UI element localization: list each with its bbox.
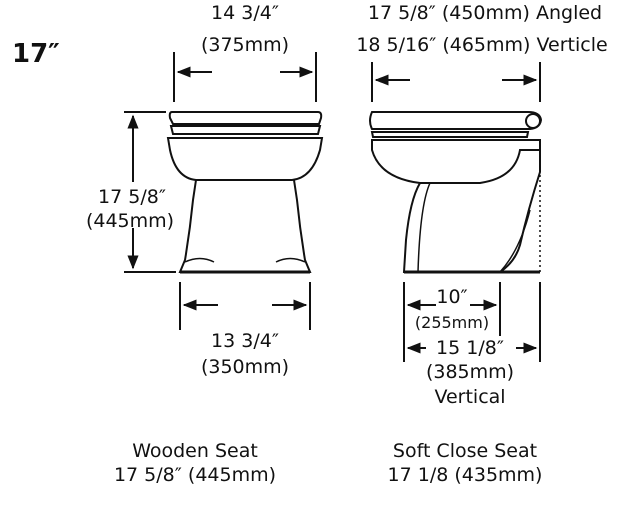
front-base-width: 13 3/4″: [211, 330, 279, 352]
front-top-width: 14 3/4″: [211, 2, 279, 24]
soft-close-seat-name: Soft Close Seat: [392, 440, 538, 462]
side-depth-dimension: [403, 282, 541, 362]
side-length-dimension: [371, 62, 541, 102]
front-view-toilet: [166, 111, 324, 274]
front-height: 17 5/8″: [98, 186, 166, 208]
side-base-depth-dimension: [403, 282, 501, 336]
front-height-mm: (445mm): [85, 210, 175, 232]
side-depth-note: Vertical: [434, 386, 506, 408]
side-depth-mm: (385mm): [425, 361, 515, 383]
side-length-vertical: 18 5/16″ (465mm) Verticle: [356, 34, 608, 56]
wooden-seat-name: Wooden Seat: [132, 440, 258, 462]
front-base-width-dimension: [179, 282, 311, 330]
wooden-seat-height: 17 5/8″ (445mm): [113, 464, 277, 486]
side-length-angled: 17 5/8″ (450mm) Angled: [367, 2, 603, 24]
side-depth: 15 1/8″: [436, 337, 504, 359]
front-top-width-mm: (375mm): [200, 34, 290, 56]
side-view-toilet: [369, 111, 543, 274]
soft-close-seat-height: 17 1/8 (435mm): [387, 464, 543, 486]
side-base-depth: 10″: [436, 286, 468, 308]
side-base-depth-mm: (255mm): [414, 313, 490, 332]
front-height-dimension: [124, 111, 176, 273]
front-base-width-mm: (350mm): [200, 356, 290, 378]
front-top-width-dimension: [173, 52, 317, 102]
size-label: 17″: [12, 39, 60, 69]
